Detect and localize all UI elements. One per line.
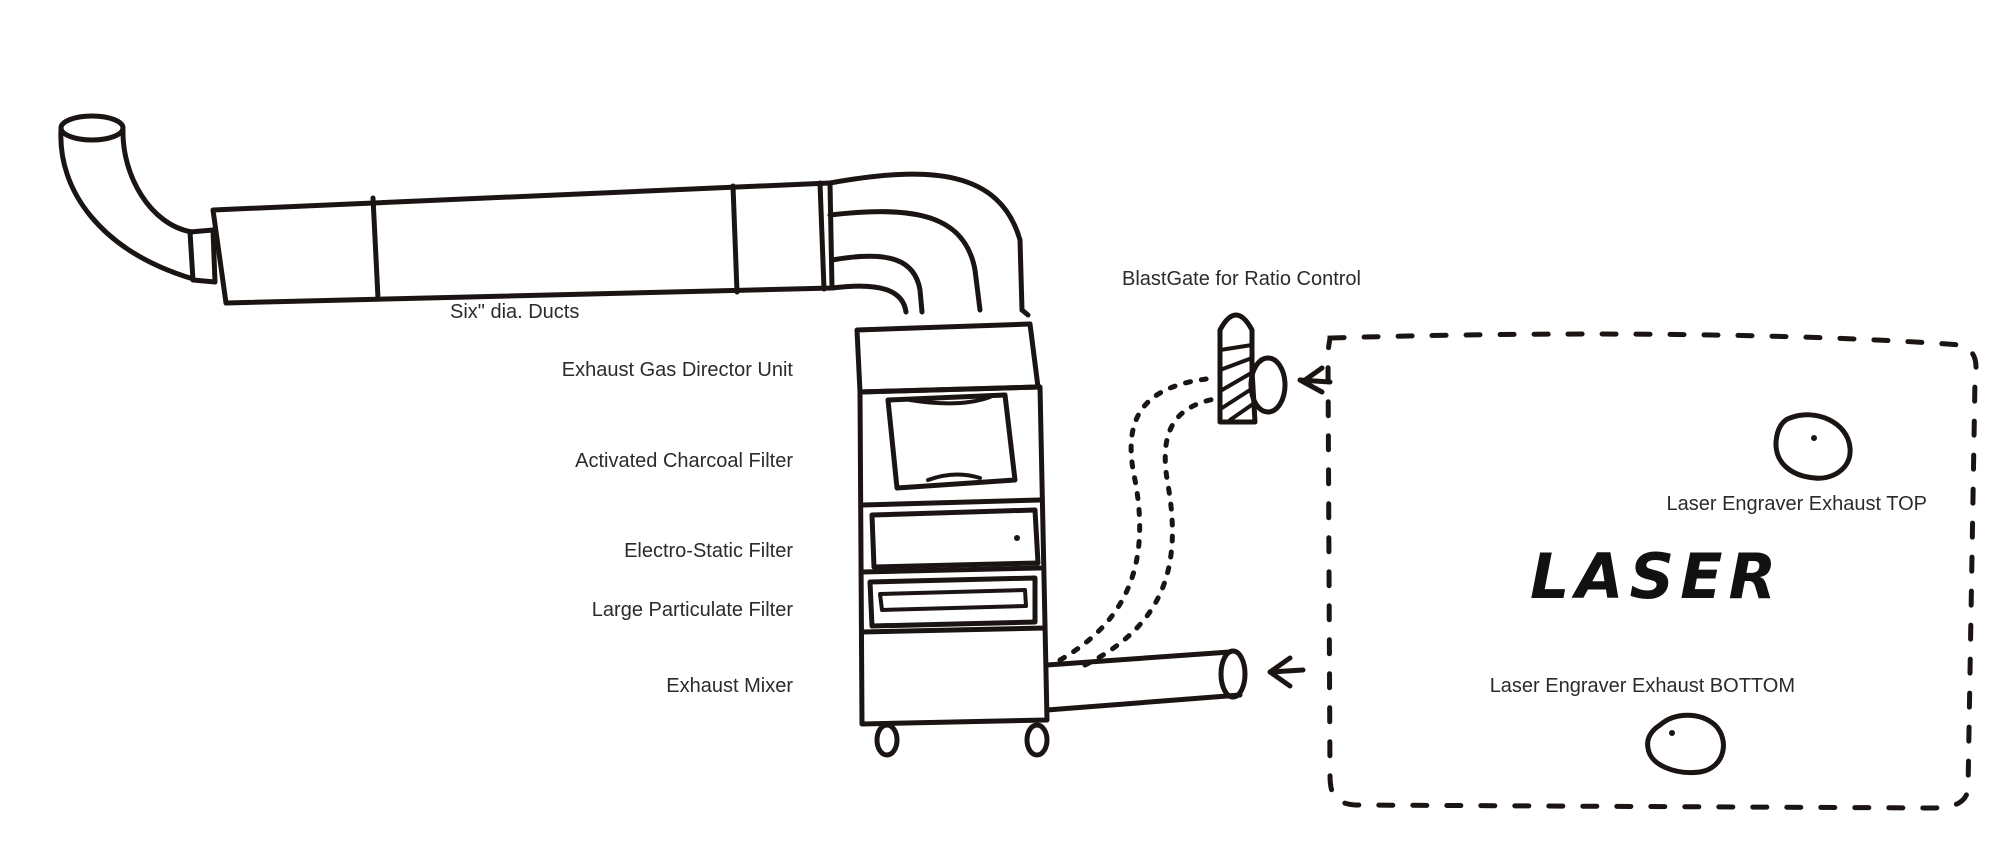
- arrow-to-mixer: [1267, 655, 1306, 689]
- director-unit-box: [854, 321, 1041, 395]
- blast-gate: [1217, 312, 1288, 425]
- flexible-hose: [1057, 375, 1223, 668]
- caster-right: [1024, 722, 1050, 758]
- charcoal-filter-window: [885, 392, 1018, 491]
- particulate-filter-panel: [867, 575, 1038, 629]
- filter-cabinet: [854, 321, 1050, 758]
- exhaust-top-label: Laser Engraver Exhaust TOP: [1666, 493, 1927, 515]
- charcoal-filter-label: Activated Charcoal Filter: [575, 450, 793, 472]
- ducts-label: Six" dia. Ducts: [450, 301, 579, 323]
- electrostatic-filter-label: Electro-Static Filter: [624, 540, 793, 562]
- caster-left: [874, 722, 900, 758]
- exhaust-mixer-label: Exhaust Mixer: [666, 675, 793, 697]
- laser-engraver-outline: [1325, 331, 1979, 811]
- duct-bend: [827, 171, 1031, 318]
- exhaust-mixer-pipe: [1044, 648, 1248, 713]
- arrow-to-blastgate: [1297, 365, 1333, 395]
- inlet-elbow-pipe: [58, 113, 195, 281]
- electrostatic-filter-panel: [869, 507, 1041, 570]
- exhaust-bottom-port: [1645, 712, 1726, 776]
- straight-duct: [187, 180, 835, 306]
- cabinet-body: [857, 384, 1050, 727]
- exhaust-bottom-label: Laser Engraver Exhaust BOTTOM: [1490, 675, 1795, 697]
- director-unit-label: Exhaust Gas Director Unit: [562, 359, 794, 381]
- particulate-filter-label: Large Particulate Filter: [592, 599, 794, 621]
- blastgate-label: BlastGate for Ratio Control: [1122, 268, 1361, 290]
- laser-title: LASER: [1530, 540, 1782, 613]
- exhaust-top-port: [1773, 412, 1853, 481]
